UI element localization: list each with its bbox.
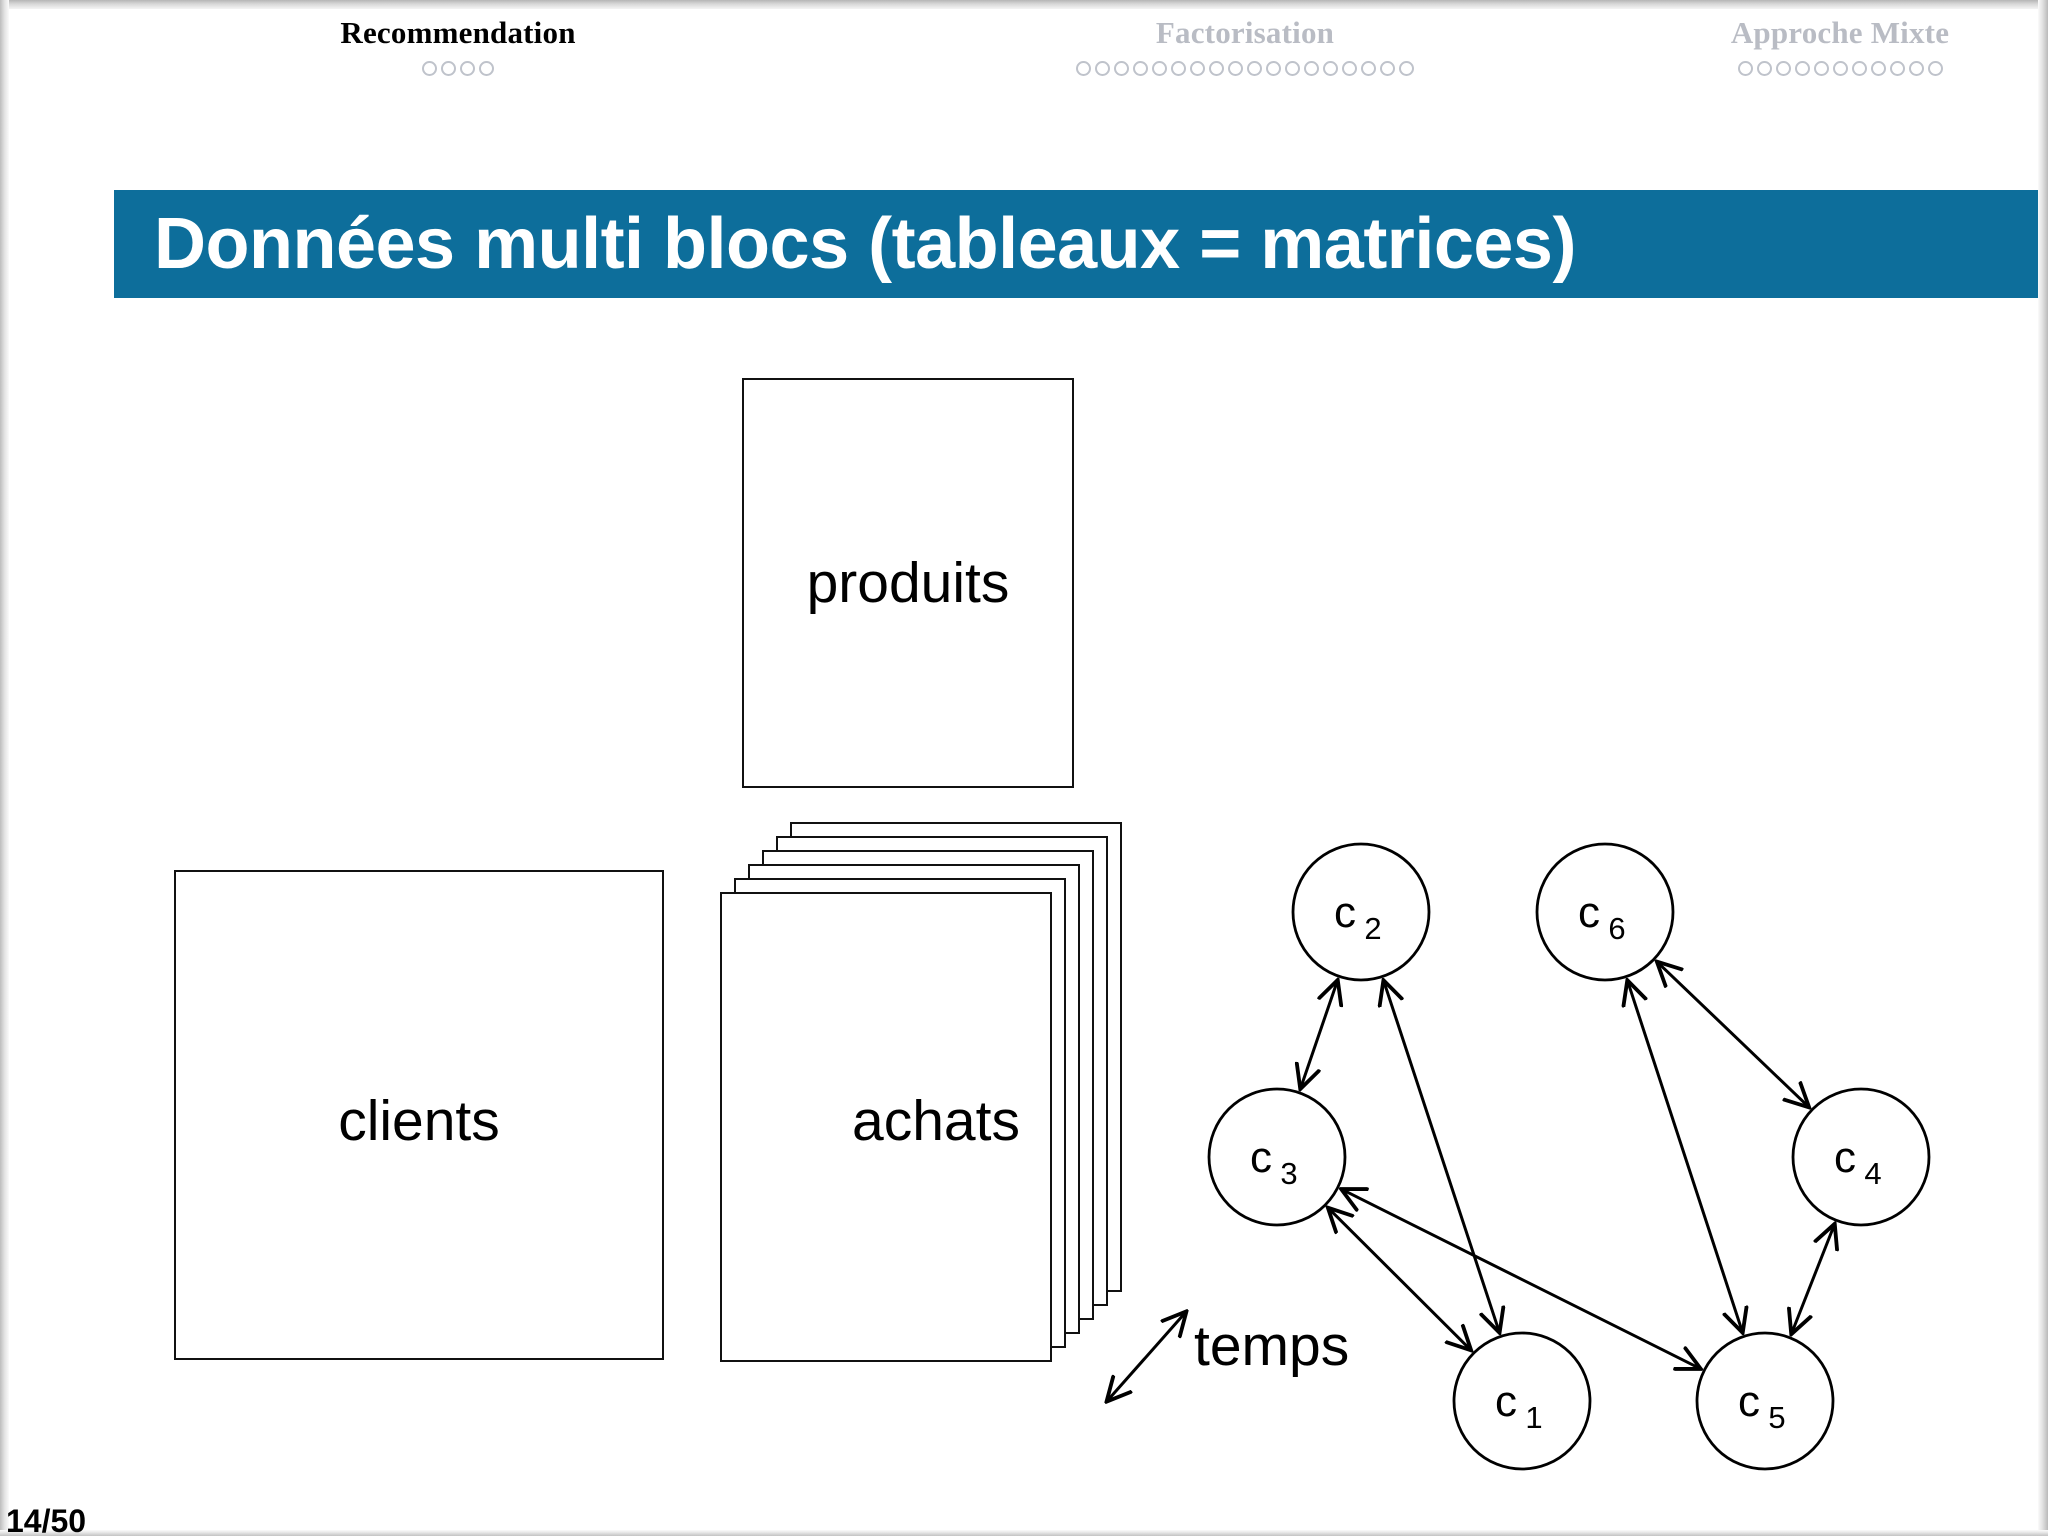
graph-edge-group xyxy=(1301,963,1834,1368)
nav-dots-recommendation xyxy=(268,61,648,76)
matrix-block-produits-label: produits xyxy=(806,551,1010,615)
nav-dot[interactable] xyxy=(1247,61,1262,76)
nav-dot[interactable] xyxy=(1342,61,1357,76)
nav-dot[interactable] xyxy=(1076,61,1091,76)
nav-dot[interactable] xyxy=(1095,61,1110,76)
page-edge-bottom xyxy=(0,1530,2048,1536)
matrix-block-clients xyxy=(174,870,664,1360)
page-edge-top xyxy=(0,0,2048,9)
nav-dot[interactable] xyxy=(1851,61,1867,76)
nav-dot[interactable] xyxy=(1794,61,1810,76)
graph-node-circle xyxy=(1452,1331,1592,1471)
nav-dot[interactable] xyxy=(1228,61,1243,76)
graph-edge-c3-c5 xyxy=(1343,1190,1699,1368)
nav-dot[interactable] xyxy=(1209,61,1224,76)
slide-navigation-bar: Recommendation Factorisation Approche Mi… xyxy=(0,14,2048,110)
matrix-block-achats-label: achats xyxy=(852,1089,1020,1153)
nav-dot[interactable] xyxy=(1114,61,1129,76)
nav-section-label: Recommendation xyxy=(340,15,576,50)
nav-dot[interactable] xyxy=(1813,61,1829,76)
nav-dot[interactable] xyxy=(1889,61,1905,76)
nav-section-approche-mixte[interactable]: Approche Mixte xyxy=(1640,14,2040,76)
graph-edge-c3-c1 xyxy=(1329,1209,1469,1349)
nav-dot[interactable] xyxy=(1399,61,1414,76)
graph-node-subscript: 2 xyxy=(1364,911,1381,946)
temps-axis-label: temps xyxy=(1194,1314,1350,1378)
nav-dot[interactable] xyxy=(1870,61,1886,76)
nav-dot[interactable] xyxy=(1361,61,1376,76)
graph-node-subscript: 4 xyxy=(1864,1156,1881,1191)
graph-edge-c1-c2 xyxy=(1384,982,1499,1330)
page-edge-right xyxy=(2038,0,2048,1536)
graph-node-circle xyxy=(1695,1331,1835,1471)
graph-node-label: c xyxy=(1250,1133,1272,1182)
nav-dot[interactable] xyxy=(1756,61,1772,76)
nav-dots-approche-mixte xyxy=(1640,61,2040,76)
nav-dot[interactable] xyxy=(1133,61,1148,76)
graph-node-label: c xyxy=(1834,1133,1856,1182)
slide-title-text: Données multi blocs (tableaux = matrices… xyxy=(154,204,1576,284)
matrix-block-produits xyxy=(742,378,1074,788)
nav-dot[interactable] xyxy=(1304,61,1319,76)
graph-node-circle xyxy=(1291,842,1431,982)
graph-node-subscript: 1 xyxy=(1525,1400,1542,1435)
nav-section-label: Factorisation xyxy=(1155,15,1335,50)
nav-dot[interactable] xyxy=(1323,61,1338,76)
nav-dot[interactable] xyxy=(479,61,494,76)
graph-edge-c4-c5 xyxy=(1792,1226,1834,1332)
graph-edge-c6-c4 xyxy=(1658,963,1807,1106)
nav-dot[interactable] xyxy=(441,61,456,76)
nav-dot[interactable] xyxy=(422,61,437,76)
page-edge-left xyxy=(0,0,9,1536)
nav-dot[interactable] xyxy=(1285,61,1300,76)
graph-node-label: c xyxy=(1495,1377,1517,1426)
nav-dot[interactable] xyxy=(1171,61,1186,76)
graph-node-circle xyxy=(1207,1087,1347,1227)
graph-node-subscript: 5 xyxy=(1768,1400,1785,1435)
graph-edge-c2-c3 xyxy=(1301,982,1337,1087)
nav-dot[interactable] xyxy=(1152,61,1167,76)
nav-dot[interactable] xyxy=(460,61,475,76)
nav-dots-factorisation xyxy=(1010,61,1480,76)
nav-dot[interactable] xyxy=(1266,61,1281,76)
nav-dot[interactable] xyxy=(1775,61,1791,76)
graph-node-label: c xyxy=(1738,1377,1760,1426)
nav-dot[interactable] xyxy=(1190,61,1205,76)
page-number-indicator: 14/50 xyxy=(6,1503,87,1536)
matrix-block-clients-label: clients xyxy=(338,1089,500,1153)
graph-edge-c6-c5 xyxy=(1628,982,1742,1330)
graph-node-subscript: 6 xyxy=(1608,911,1625,946)
nav-dot[interactable] xyxy=(1380,61,1395,76)
temps-arrow xyxy=(1108,1313,1185,1400)
graph-node-subscript: 3 xyxy=(1280,1156,1297,1191)
graph-node-label: c xyxy=(1578,888,1600,937)
nav-dot[interactable] xyxy=(1832,61,1848,76)
nav-section-factorisation[interactable]: Factorisation xyxy=(1010,14,1480,76)
slide-title-banner: Données multi blocs (tableaux = matrices… xyxy=(114,190,2038,298)
graph-node-circle xyxy=(1535,842,1675,982)
nav-section-label: Approche Mixte xyxy=(1730,15,1950,50)
graph-node-circle xyxy=(1791,1087,1931,1227)
graph-node-label: c xyxy=(1334,888,1356,937)
matrix-sheet xyxy=(720,892,1052,1362)
nav-dot[interactable] xyxy=(1908,61,1924,76)
nav-section-recommendation[interactable]: Recommendation xyxy=(268,14,648,76)
nav-dot[interactable] xyxy=(1737,61,1753,76)
nav-dot[interactable] xyxy=(1927,61,1943,76)
